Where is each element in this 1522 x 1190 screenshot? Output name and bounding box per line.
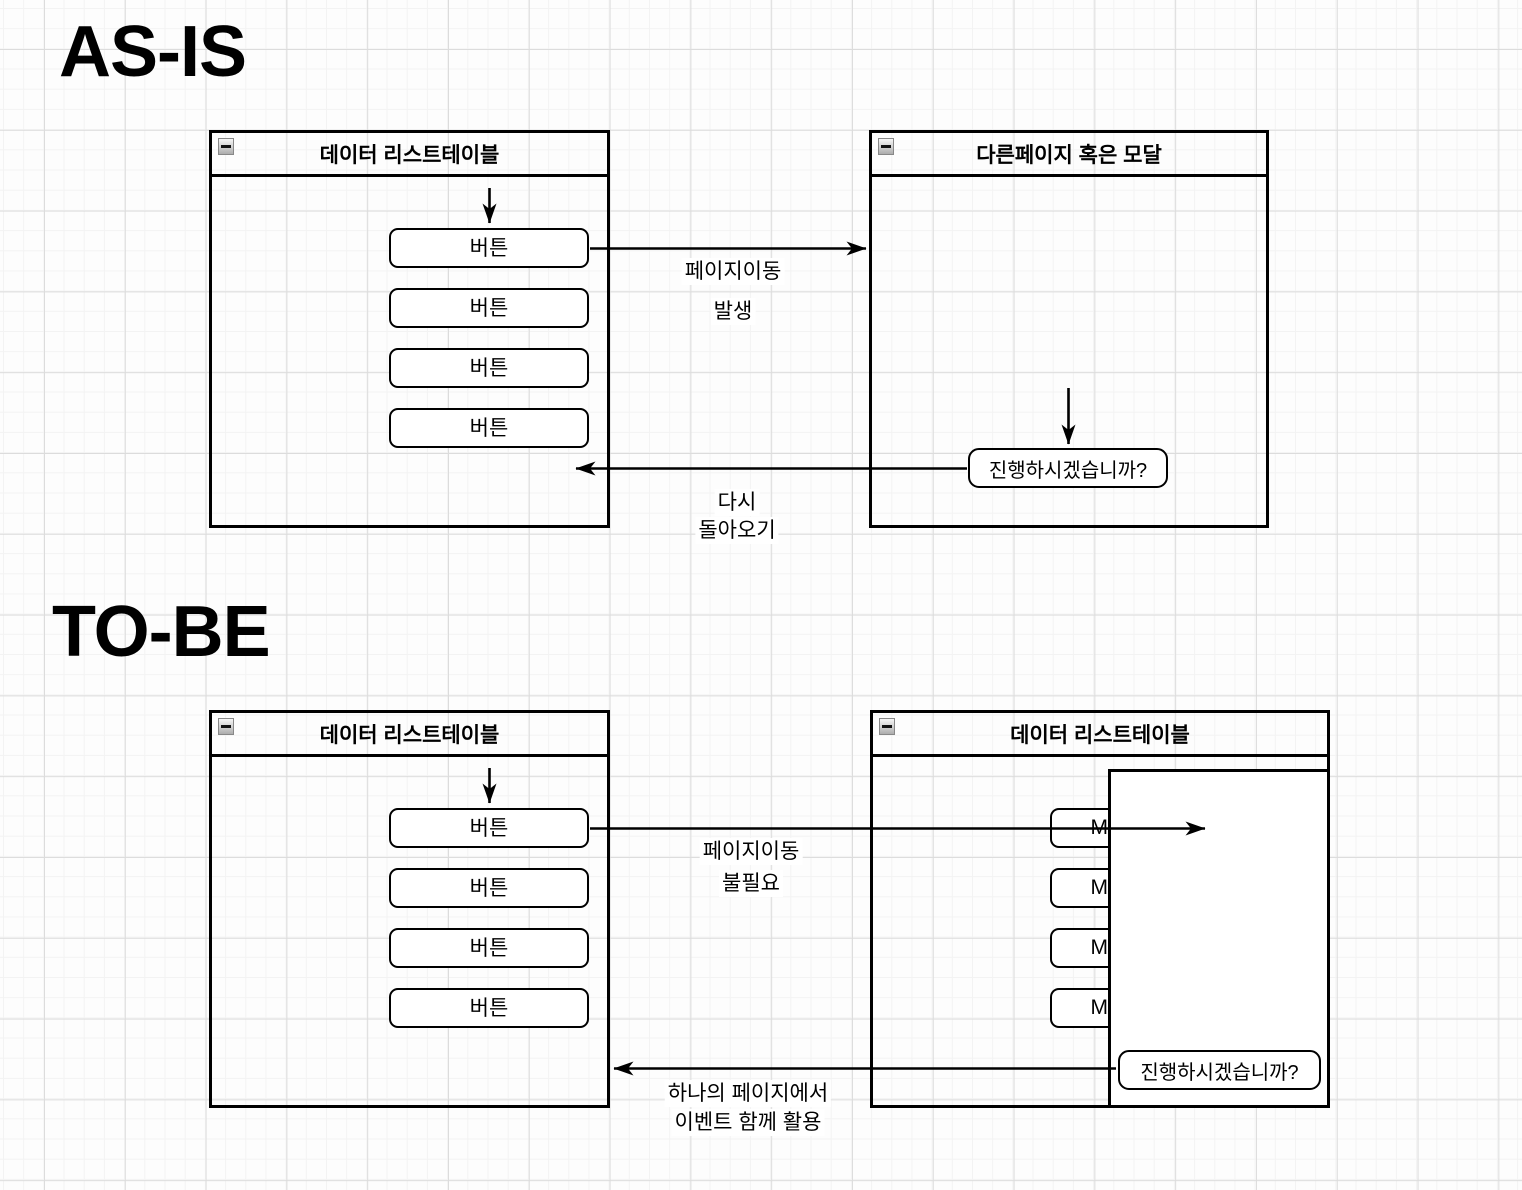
modal-overlay-panel: 진행하시겠습니까? xyxy=(1108,769,1330,1108)
to-be-forward-label-line2: 불필요 xyxy=(719,870,783,897)
window-as-is-source: 데이터 리스트테이블 버튼 버튼 버튼 버튼 xyxy=(209,130,610,528)
minus-icon xyxy=(881,145,891,148)
window-to-be-target: 데이터 리스트테이블 M M M M 진행하시겠습니까? xyxy=(870,710,1330,1108)
to-be-forward-label-line1: 페이지이동 xyxy=(699,838,803,865)
to-be-return-label-line1: 하나의 페이지에서 xyxy=(664,1080,832,1107)
window-titlebar: 데이터 리스트테이블 xyxy=(873,713,1327,757)
list-action-button[interactable]: 버튼 xyxy=(389,988,589,1028)
window-title: 데이터 리스트테이블 xyxy=(1010,723,1190,747)
as-is-return-label-line2: 돌아오기 xyxy=(695,517,779,544)
as-is-heading: AS-IS xyxy=(59,12,247,92)
window-titlebar: 데이터 리스트테이블 xyxy=(212,713,607,757)
confirm-prompt-chip: 진행하시겠습니까? xyxy=(1118,1050,1321,1090)
collapse-button[interactable] xyxy=(218,138,234,155)
clipped-list-button[interactable]: M xyxy=(1050,988,1110,1028)
window-to-be-source: 데이터 리스트테이블 버튼 버튼 버튼 버튼 xyxy=(209,710,610,1108)
confirm-prompt-chip: 진행하시겠습니까? xyxy=(968,448,1168,488)
minus-icon xyxy=(221,725,231,728)
list-action-button[interactable]: 버튼 xyxy=(389,808,589,848)
clipped-list-button[interactable]: M xyxy=(1050,928,1110,968)
window-titlebar: 다른페이지 혹은 모달 xyxy=(872,133,1266,177)
list-action-button[interactable]: 버튼 xyxy=(389,408,589,448)
window-titlebar: 데이터 리스트테이블 xyxy=(212,133,607,177)
collapse-button[interactable] xyxy=(218,718,234,735)
as-is-return-label-line1: 다시 xyxy=(714,489,760,516)
list-action-button[interactable]: 버튼 xyxy=(389,868,589,908)
to-be-heading: TO-BE xyxy=(52,592,271,672)
minus-icon xyxy=(221,145,231,148)
as-is-forward-label-line2: 발생 xyxy=(710,298,756,325)
list-action-button[interactable]: 버튼 xyxy=(389,928,589,968)
collapse-button[interactable] xyxy=(879,718,895,735)
window-title: 데이터 리스트테이블 xyxy=(319,143,500,167)
minus-icon xyxy=(882,725,892,728)
list-action-button[interactable]: 버튼 xyxy=(389,288,589,328)
clipped-list-button[interactable]: M xyxy=(1050,808,1110,848)
list-action-button[interactable]: 버튼 xyxy=(389,228,589,268)
as-is-forward-label-line1: 페이지이동 xyxy=(681,258,785,285)
collapse-button[interactable] xyxy=(878,138,894,155)
to-be-return-label-line2: 이벤트 함께 활용 xyxy=(671,1109,825,1136)
window-title: 데이터 리스트테이블 xyxy=(319,723,500,747)
clipped-list-button[interactable]: M xyxy=(1050,868,1110,908)
list-action-button[interactable]: 버튼 xyxy=(389,348,589,388)
window-as-is-target: 다른페이지 혹은 모달 진행하시겠습니까? xyxy=(869,130,1269,528)
window-title: 다른페이지 혹은 모달 xyxy=(976,143,1162,167)
